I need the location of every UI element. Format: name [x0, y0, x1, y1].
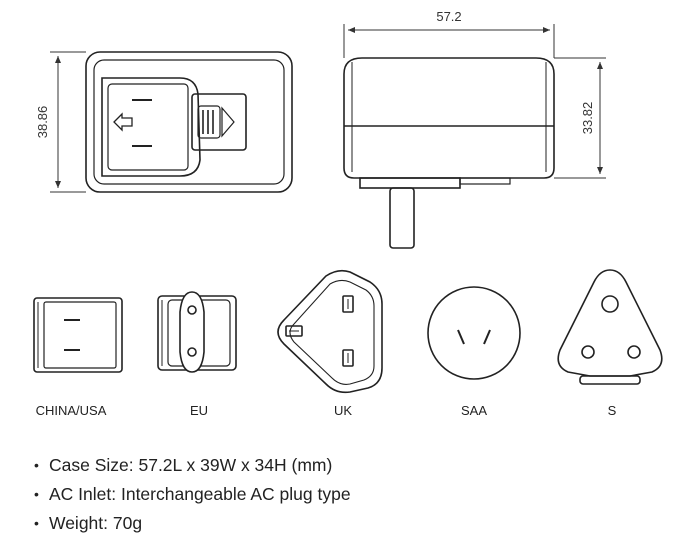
spec-case-size: Case Size: 57.2L x 39W x 34H (mm): [49, 455, 333, 475]
front-view: [85, 51, 293, 193]
side-view: [343, 57, 555, 249]
bullet-icon: •: [34, 457, 39, 473]
front-height-label: 38.86: [35, 106, 50, 139]
plug-uk: [277, 269, 383, 394]
arrow-left-icon: [113, 112, 133, 132]
side-width-dimension: [343, 24, 555, 58]
plug-label-s: S: [607, 403, 617, 418]
spec-ac-inlet: AC Inlet: Interchangeable AC plug type: [49, 484, 351, 504]
plug-label-eu: EU: [189, 403, 209, 418]
plug-china-usa: [33, 297, 123, 373]
spec-item: • Weight: 70g: [34, 509, 351, 538]
plug-label-uk: UK: [333, 403, 353, 418]
bullet-icon: •: [34, 515, 39, 531]
plug-s: [557, 269, 663, 385]
plug-label-saa: SAA: [460, 403, 487, 418]
plug-saa: [427, 286, 521, 380]
bullet-icon: •: [34, 486, 39, 502]
plug-eu: [157, 291, 237, 373]
spec-item: • AC Inlet: Interchangeable AC plug type: [34, 480, 351, 509]
spec-weight: Weight: 70g: [49, 513, 143, 533]
plug-label-china-usa: CHINA/USA: [35, 403, 107, 418]
spec-list: • Case Size: 57.2L x 39W x 34H (mm) • AC I…: [34, 451, 351, 538]
side-height-dimension: [554, 57, 606, 179]
spec-item: • Case Size: 57.2L x 39W x 34H (mm): [34, 451, 351, 480]
side-width-label: 57.2: [436, 9, 461, 24]
front-height-dimension: [50, 51, 86, 193]
side-height-label: 33.82: [580, 102, 595, 135]
